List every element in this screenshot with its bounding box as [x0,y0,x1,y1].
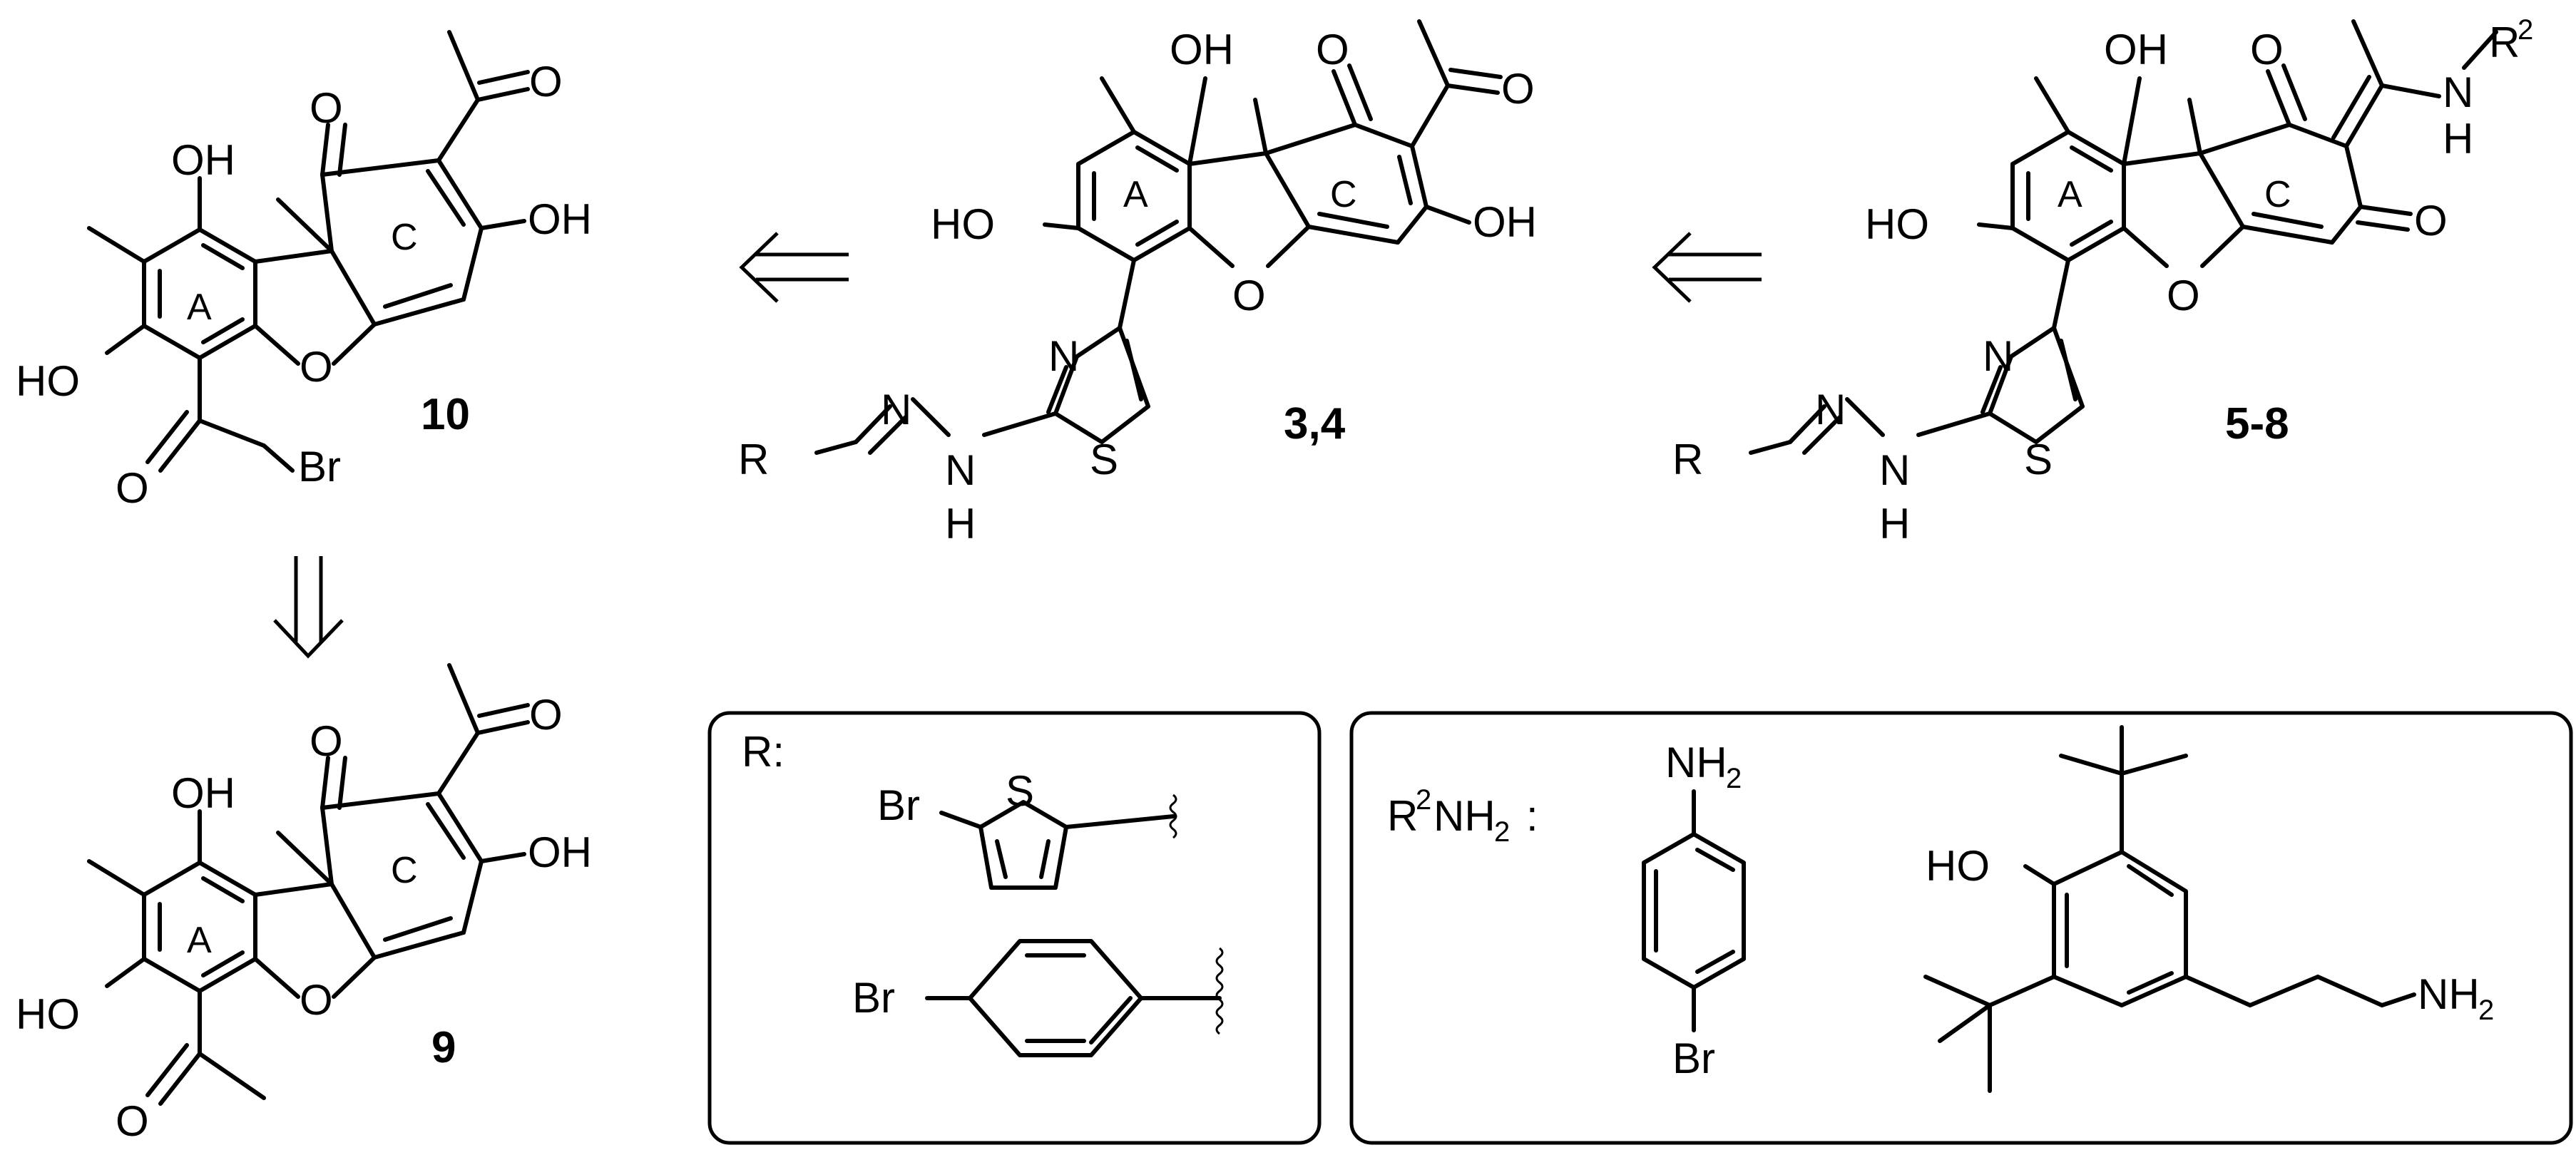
propylamine-nh-sub: 2 [2478,995,2494,1026]
r2-box-title-sub: 2 [1494,816,1510,848]
c34-o-furan: O [1232,272,1266,319]
c10-ring-a-label: A [187,287,212,328]
r2-amine-box: R 2 NH 2 : NH 2 Br HO NH [1349,711,2573,1145]
c10-oh-right: OH [528,195,592,243]
c58-ho-left: HO [1865,200,1929,248]
c58-oh-top: OH [2104,26,2168,73]
c10-o-acetyl: O [529,58,563,106]
c9-o-lower-acetyl: O [116,1097,149,1145]
c34-ho-left: HO [931,200,995,248]
c58-compound-number: 5-8 [2225,399,2289,448]
c34-o-acetyl: O [1501,65,1535,113]
c9-ring-a-label: A [187,920,212,961]
c34-oh-right: OH [1473,198,1537,246]
c58-o-ketone: O [2250,26,2284,73]
retro-arrow-left-1 [739,232,849,303]
c58-o-ring-ketone: O [2414,197,2448,245]
c34-n-imine: N [881,386,911,433]
c9-compound-number: 9 [431,1023,456,1072]
phenol-ho: HO [1926,842,1990,890]
retro-arrow-left-2 [1652,232,1762,303]
r-thiophene-s: S [1006,767,1034,815]
c10-ring-c-label: C [391,217,418,258]
c58-r-group: R [1672,436,1703,483]
c34-n-thiazole: N [1048,332,1079,380]
r-box-frame [707,711,1322,1145]
r-phenyl-br: Br [852,974,895,1022]
r-thiophene-br: Br [877,781,920,829]
c10-oh-top: OH [171,136,235,184]
c9-o-acetyl: O [529,691,563,739]
c9-ho-left: HO [16,990,80,1038]
compound-9: OH C OH A HO O O O O 9 [16,663,592,1145]
r2-box-title-nh: NH [1433,792,1496,840]
c10-o-furan: O [300,343,333,391]
c58-h-amine: H [1879,500,1910,548]
c58-n-imine: N [1815,386,1846,433]
c10-br: Br [298,443,341,491]
c58-ring-c-label: C [2264,174,2291,215]
c10-ho-left: HO [16,357,80,405]
c10-o-bromoacetyl: O [116,464,149,512]
c58-s-thiazole: S [2024,436,2053,483]
c58-h-enamine: H [2443,115,2473,163]
c9-oh-right: OH [528,828,592,876]
r2-box-title-sup: 2 [1416,784,1431,816]
c58-n-thiazole: N [1983,332,2013,380]
compound-5-8: OH O R 2 N H HO A C O O N S R N N H 5-8 [1672,14,2533,548]
r2-box-title-colon: : [1526,792,1538,840]
c58-o-furan: O [2167,272,2200,319]
compound-3-4: OH O O HO A C OH O N S R N N H 3,4 [738,19,1537,548]
compound-10: OH C OH A HO O O O O Br 10 [16,30,592,512]
c34-oh-top: OH [1170,26,1234,73]
r2-box-frame [1349,711,2573,1145]
c9-o-furan: O [300,976,333,1024]
c58-n-enamine: N [2443,68,2473,116]
c34-ring-a-label: A [1123,174,1148,215]
c58-ring-a-label: A [2058,174,2082,215]
retro-arrow-down [273,556,344,659]
aniline-br: Br [1672,1035,1715,1082]
c34-o-ketone: O [1316,26,1349,73]
c10-o-ketone: O [310,84,343,132]
c58-n-amine: N [1879,446,1910,494]
r-box-title: R: [742,728,784,776]
c9-o-ketone: O [310,717,343,765]
c34-h-amine: H [945,500,976,548]
c9-ring-c-label: C [391,850,418,891]
c34-r-group: R [738,436,769,483]
aniline-nh-sub: 2 [1726,763,1742,794]
c34-compound-number: 3,4 [1284,399,1346,448]
r2-box-title-r: R [1387,792,1418,840]
c34-ring-c-label: C [1330,174,1357,215]
c34-s-thiazole: S [1090,436,1118,483]
c58-r2-superscript: 2 [2518,14,2533,46]
c10-compound-number: 10 [421,390,470,439]
r-substituent-box: R: S Br Br [707,711,1322,1145]
aniline-nh: NH [1665,739,1727,786]
propylamine-nh: NH [2418,970,2480,1018]
c9-oh-top: OH [171,769,235,817]
c34-n-amine: N [945,446,976,494]
c58-r2-label: R [2489,19,2520,66]
